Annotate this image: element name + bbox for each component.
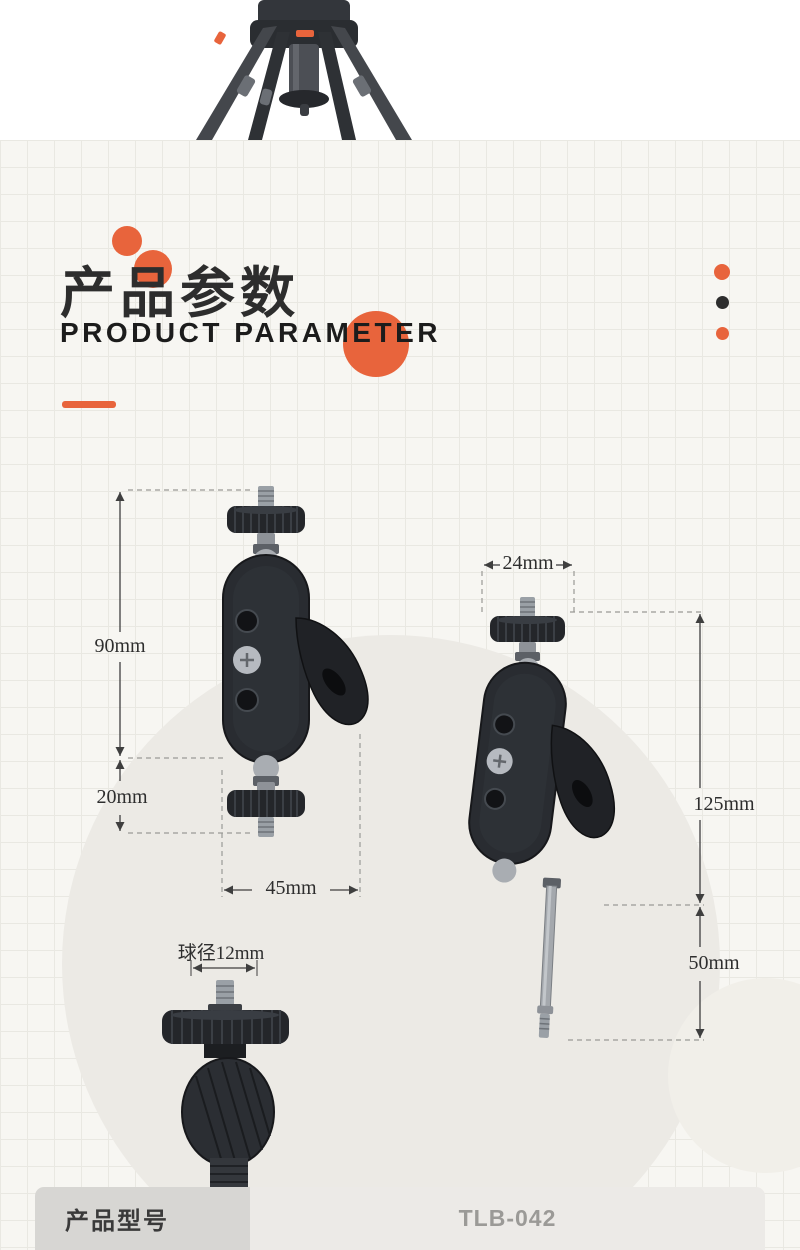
dimension-lines: [115, 489, 705, 1041]
dim-label-body-125: 125mm: [693, 793, 755, 815]
side-dot-dark: [716, 296, 729, 309]
accent-dot-small: [112, 226, 142, 256]
page-title-en: PRODUCT PARAMETER: [60, 317, 441, 348]
side-dot-orange-top: [714, 264, 730, 280]
spec-table-row: 产品型号 TLB-042: [35, 1187, 765, 1250]
background-circle-large: [62, 635, 720, 1250]
spec-model-label: 产品型号: [65, 1208, 169, 1235]
side-dot-orange-bottom: [716, 327, 729, 340]
right-arm-diagram: [468, 597, 616, 1038]
left-arm-diagram: [222, 486, 369, 837]
ball-head-detail: [162, 980, 289, 1192]
dim-label-bottom-20: 20mm: [96, 786, 148, 808]
accent-dot-large: [343, 311, 409, 377]
tripod-photo-strip: [0, 0, 800, 140]
tripod-photo: [196, 0, 412, 140]
dim-label-width-45: 45mm: [265, 877, 317, 899]
spec-model-value: TLB-042: [458, 1205, 557, 1231]
accent-dot-medium: [134, 250, 172, 288]
spec-label-cell: 产品型号: [35, 1187, 250, 1250]
spec-value-cell: TLB-042: [250, 1187, 765, 1250]
dim-label-ball-diameter: 球径12mm: [177, 943, 265, 964]
dim-label-rod-50: 50mm: [688, 952, 740, 974]
dim-label-top-24: 24mm: [502, 552, 554, 574]
accent-dash: [62, 401, 116, 408]
dim-label-height-90: 90mm: [94, 635, 146, 657]
page-title-cn: 产品参数: [60, 262, 301, 324]
